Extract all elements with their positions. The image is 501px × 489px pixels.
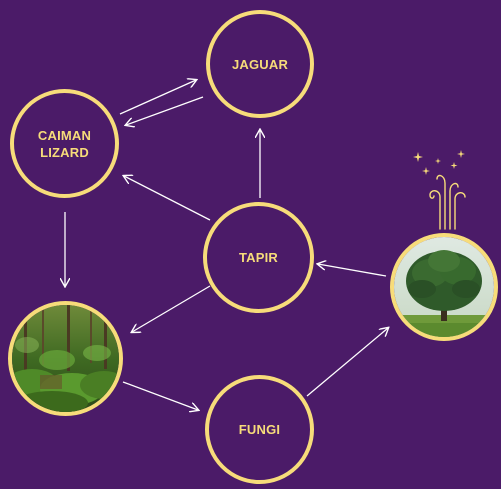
node-label-tapir: TAPIR xyxy=(238,250,279,265)
arrow-caiman-to-jaguar xyxy=(119,80,196,115)
node-jaguar: JAGUAR xyxy=(206,10,314,118)
tree-photo xyxy=(394,237,494,337)
forest-undergrowth-photo xyxy=(12,305,119,412)
node-fungi: FUNGI xyxy=(205,375,314,484)
arrow-tapir-to-caiman xyxy=(124,176,211,221)
arrow-forest-to-fungi xyxy=(122,381,198,410)
node-label-caiman-lizard: CAIMAN LIZARD xyxy=(37,127,92,160)
node-caiman-lizard: CAIMAN LIZARD xyxy=(10,89,119,198)
node-tapir: TAPIR xyxy=(203,202,314,313)
node-tree xyxy=(390,233,498,341)
arrow-tapir-to-forest xyxy=(132,285,211,332)
spores-icon xyxy=(413,150,466,230)
node-label-jaguar: JAGUAR xyxy=(231,56,289,72)
node-label-fungi: FUNGI xyxy=(238,422,281,437)
node-forest-undergrowth xyxy=(8,301,123,416)
arrow-jaguar-to-caiman xyxy=(126,96,204,125)
arrow-tree-to-tapir xyxy=(318,264,387,277)
arrow-fungi-to-tree xyxy=(306,328,388,397)
